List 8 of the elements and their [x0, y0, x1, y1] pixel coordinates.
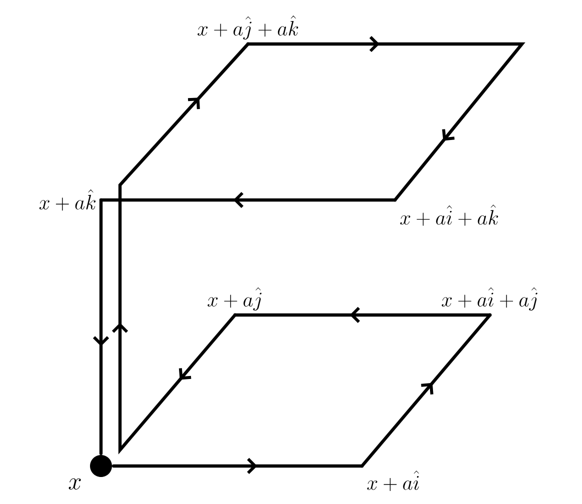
corner-label: $x + a\hat{k}$	[39, 189, 96, 211]
corner-label: $x + a\hat{i}$	[367, 470, 419, 491]
corner-label: $x$	[68, 478, 81, 490]
corner-label: $x + a\hat{i} + a\hat{j}$	[442, 287, 538, 311]
corner-label: $x + a\hat{j} + a\hat{k}$	[198, 16, 298, 40]
corner-label: $x + a\hat{j}$	[208, 287, 262, 311]
dot	[90, 455, 112, 477]
corner-label: $x + a\hat{i} + a\hat{k}$	[400, 204, 498, 226]
